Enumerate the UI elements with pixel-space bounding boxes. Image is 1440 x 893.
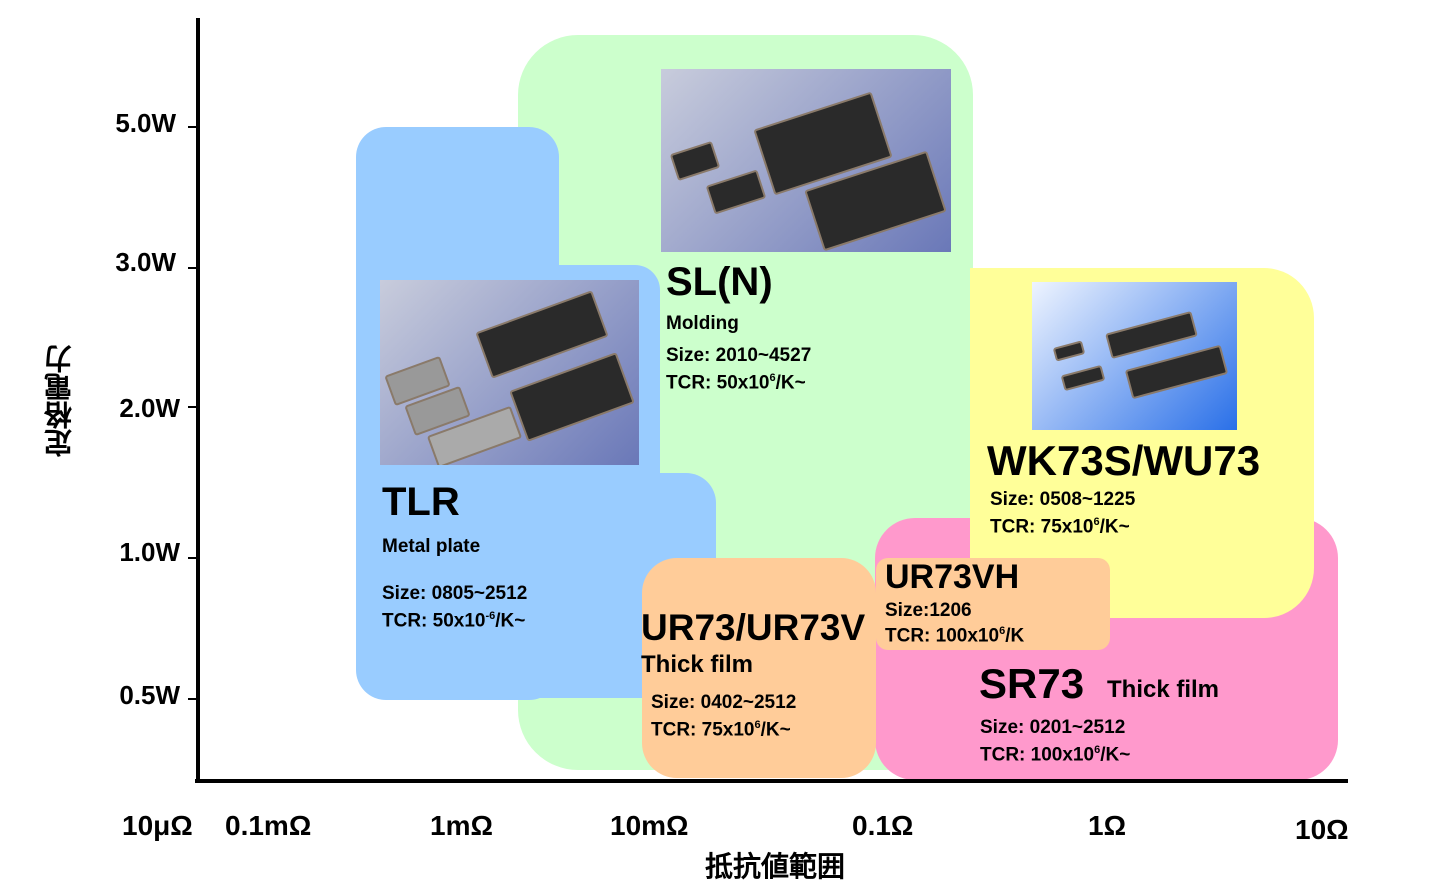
wk73-tcr: TCR: 75x106/K~ [990,516,1130,538]
wk73-product-photo [1032,282,1237,430]
wk73-size: Size: 0508~1225 [990,489,1136,510]
y-tick-label: 2.0W [119,393,180,423]
ur73-tcr: TCR: 75x106/K~ [651,719,791,741]
y-tick-mark [188,267,198,269]
y-tick-label: 3.0W [115,247,176,277]
sl-title: SL(N) [666,260,773,304]
ur73vh-tcr: TCR: 100x106/K [885,625,1025,647]
x-axis-label: 抵抗値範囲 [705,851,846,882]
sr73-type: Thick film [1107,676,1220,703]
ur73-size: Size: 0402~2512 [651,692,797,713]
ur73-type: Thick film [641,651,754,678]
y-axis-line [196,18,200,783]
x-tick-label: 10Ω [1295,814,1349,845]
x-tick-label: 0.1Ω [852,810,914,841]
ur73vh-size: Size:1206 [885,600,972,621]
sr73-size: Size: 0201~2512 [980,717,1126,738]
x-tick-label: 1Ω [1088,810,1127,841]
sr73-title: SR73 [979,660,1085,707]
x-tick-label: 0.1mΩ [225,810,312,841]
y-tick-mark [188,406,198,408]
sl-product-photo [661,69,951,252]
sl-size: Size: 2010~4527 [666,345,812,366]
y-tick-label: 0.5W [119,680,180,710]
ur73vh-title: UR73VH [885,558,1020,596]
y-tick-mark [188,557,198,559]
tlr-product-photo [380,280,639,465]
y-tick-mark [188,126,198,128]
x-axis-line [195,779,1348,783]
x-tick-label: 1mΩ [430,810,493,841]
tlr-tcr: TCR: 50x10-6/K~ [382,610,526,632]
ur73vh-region [876,558,1110,650]
sl-type: Molding [666,313,739,334]
ur73-region [642,558,876,778]
y-tick-label: 5.0W [115,108,176,138]
tlr-type: Metal plate [382,536,481,557]
x-tick-label: 10μΩ [122,810,193,841]
ur73-title: UR73/UR73V [641,607,866,648]
y-tick-label: 1.0W [119,537,180,567]
x-tick-label: 10mΩ [610,810,689,841]
tlr-size: Size: 0805~2512 [382,583,528,604]
wk73-title: WK73S/WU73 [987,437,1261,484]
sr73-tcr: TCR: 100x106/K~ [980,744,1131,766]
tlr-title: TLR [382,480,460,524]
sl-tcr: TCR: 50x106/K~ [666,372,806,394]
y-tick-mark [188,698,198,700]
y-axis-label: 定格電力 [44,345,75,457]
